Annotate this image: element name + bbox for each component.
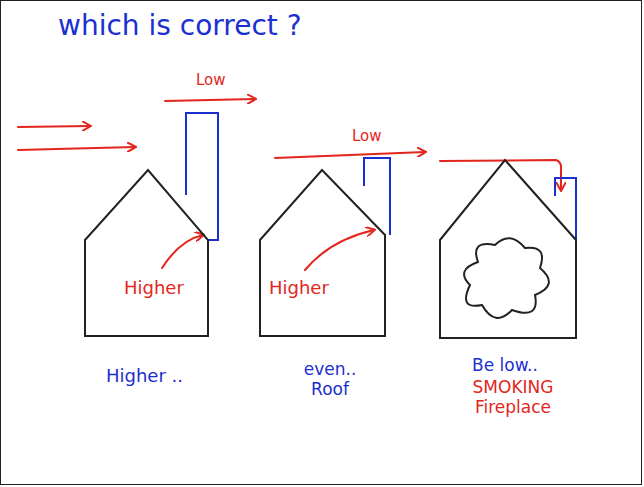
- title: which is correct ?: [58, 10, 302, 42]
- option-caption: Higher ..: [106, 366, 183, 387]
- warning-caption: SMOKING Fireplace: [458, 378, 568, 417]
- house-line: [85, 170, 208, 336]
- house-shape: [438, 158, 578, 338]
- chimney: [364, 158, 390, 235]
- pressure-leader: [162, 235, 203, 268]
- wind-arrow: [18, 126, 90, 127]
- pressure-label: Higher: [269, 278, 329, 299]
- chimney: [555, 178, 576, 240]
- option-caption: Be low..: [472, 356, 538, 376]
- smoke-cloud: [464, 238, 549, 318]
- pressure-leader: [305, 230, 374, 270]
- wind-arrow: [18, 147, 135, 150]
- pressure-label: Higher: [124, 278, 184, 299]
- option-caption: even.. Roof: [285, 360, 375, 399]
- house-shape: [259, 168, 387, 338]
- house-outline: Highereven.. Roof: [259, 168, 387, 338]
- house-outline: Be low..SMOKING Fireplace: [438, 158, 578, 338]
- pressure-label: Low: [352, 128, 382, 145]
- pressure-label: Low: [196, 72, 226, 89]
- house-shape: [84, 168, 210, 338]
- house-outline: HigherHigher ..: [84, 168, 210, 338]
- wind-arrow: [165, 99, 255, 101]
- house-line: [440, 160, 576, 338]
- house-line: [260, 170, 385, 336]
- wind-arrow: [275, 152, 425, 158]
